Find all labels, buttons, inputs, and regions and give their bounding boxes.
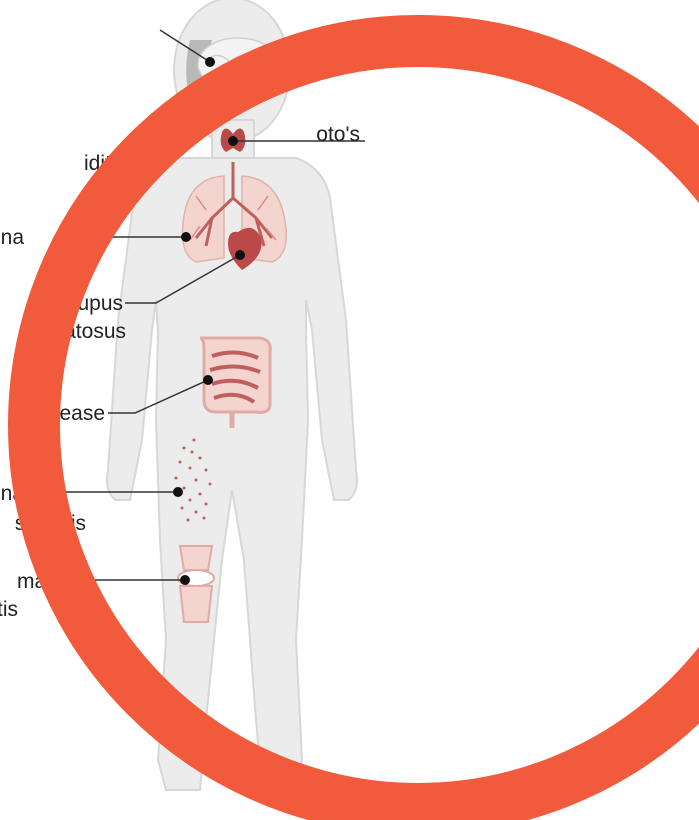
label-hashimotos-line1: oto's xyxy=(316,123,360,146)
label-asthma: na xyxy=(1,226,25,249)
label-arthritis-line2: tis xyxy=(0,598,18,621)
